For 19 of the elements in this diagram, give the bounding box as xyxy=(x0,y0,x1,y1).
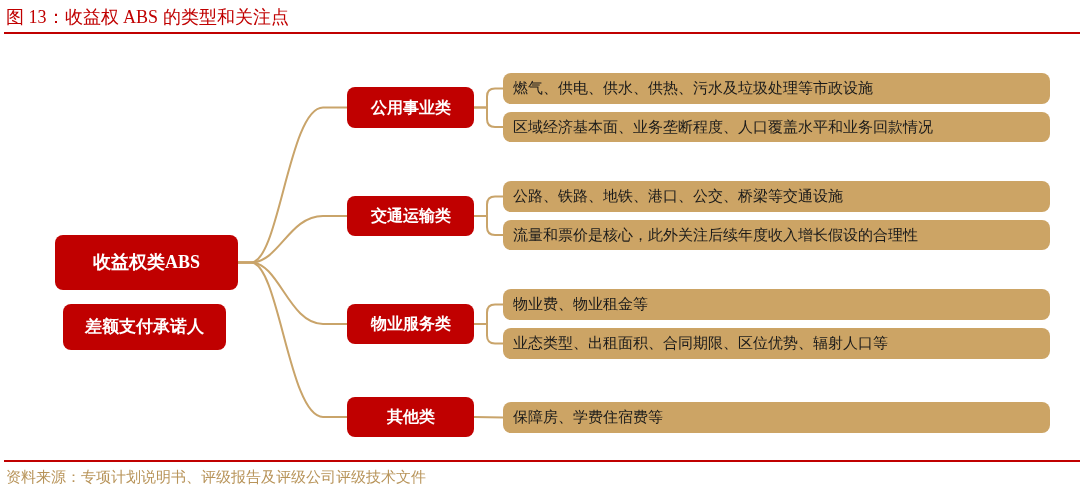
title-text: 图 13：收益权 ABS 的类型和关注点 xyxy=(6,6,289,29)
caption-text: 资料来源：专项计划说明书、评级报告及评级公司评级技术文件 xyxy=(6,468,426,487)
detail-bar: 物业费、物业租金等 xyxy=(503,289,1050,320)
connector-line xyxy=(473,215,504,236)
detail-bar: 流量和票价是核心，此外关注后续年度收入增长假设的合理性 xyxy=(503,220,1050,250)
category-node: 交通运输类 xyxy=(347,196,474,236)
detail-bar: 业态类型、出租面积、合同期限、区位优势、辐射人口等 xyxy=(503,328,1050,359)
detail-bar: 公路、铁路、地铁、港口、公交、桥梁等交通设施 xyxy=(503,181,1050,212)
detail-bar: 保障房、学费住宿费等 xyxy=(503,402,1050,433)
connector-line xyxy=(473,416,504,419)
detail-bar: 区域经济基本面、业务垄断程度、人口覆盖水平和业务回款情况 xyxy=(503,112,1050,142)
connector-line xyxy=(237,261,348,418)
connector-line xyxy=(473,323,504,345)
root-node: 收益权类ABS xyxy=(55,235,238,290)
category-node: 物业服务类 xyxy=(347,304,474,344)
guarantor-node: 差额支付承诺人 xyxy=(63,304,226,350)
detail-bar: 燃气、供电、供水、供热、污水及垃圾处理等市政设施 xyxy=(503,73,1050,104)
category-node: 公用事业类 xyxy=(347,87,474,128)
category-node: 其他类 xyxy=(347,397,474,437)
